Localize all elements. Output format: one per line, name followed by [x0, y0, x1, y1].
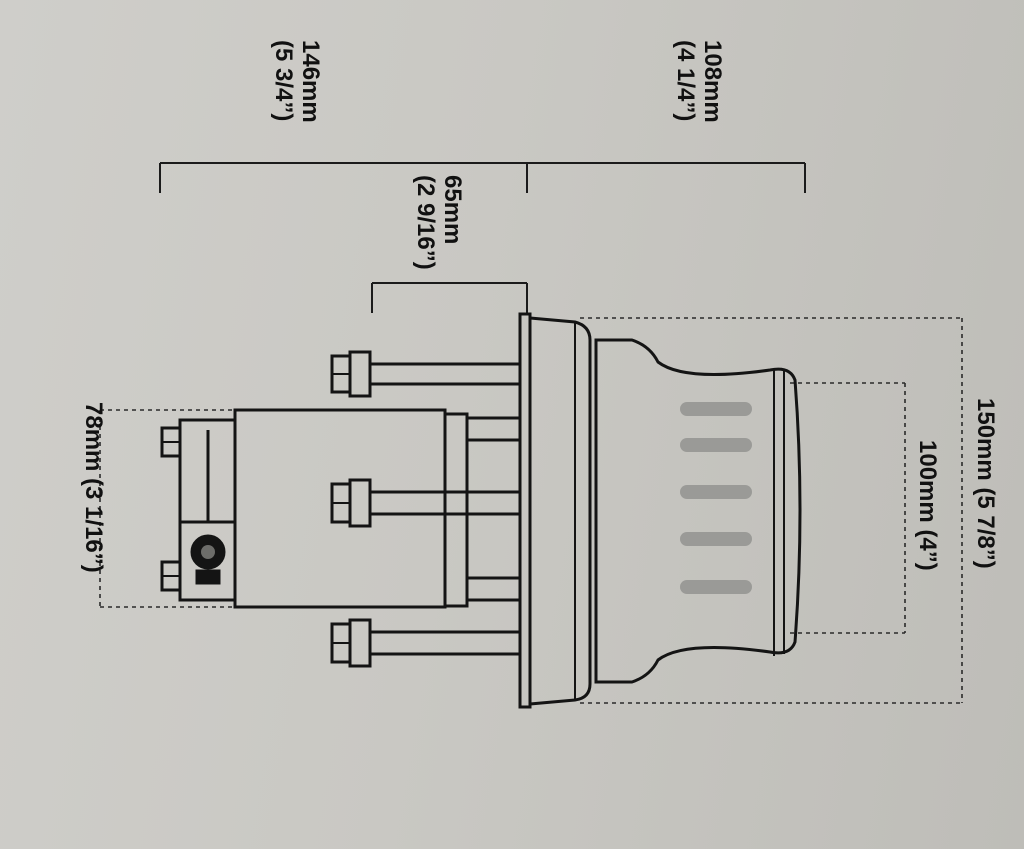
- drum-diameter-label: 100mm (4”): [914, 440, 941, 571]
- mounting-stud-bottom: [330, 618, 520, 668]
- flange-diameter-text: 150mm (5 7/8”): [972, 398, 999, 569]
- bolt-length-imperial: (2 9/16”): [412, 175, 439, 270]
- drum-grip-ribs: [680, 402, 752, 594]
- overall-length-imperial: (5 3/4”): [270, 40, 297, 121]
- mounting-stud-middle: [330, 478, 520, 528]
- bolt-length-label: 65mm (2 9/16”): [412, 175, 466, 270]
- flange-diameter-label: 150mm (5 7/8”): [972, 398, 999, 569]
- drum-diameter-dimension-line: [790, 382, 906, 634]
- motor-body: [233, 408, 447, 609]
- deck-flange: [518, 312, 592, 709]
- motor-end-bracket: [160, 418, 237, 602]
- above-deck-height-label: 108mm (4 1/4”): [672, 40, 726, 123]
- bolt-length-dimension-line: [371, 282, 528, 313]
- mounting-stud-top: [330, 350, 520, 398]
- motor-width-text: 78mm (3 1/16”): [80, 402, 107, 573]
- gearbox-housing: [443, 412, 520, 608]
- capstan-drum: [594, 338, 802, 684]
- bolt-length-metric: 65mm: [439, 175, 466, 244]
- overall-length-metric: 146mm: [297, 40, 324, 123]
- drum-diameter-text: 100mm (4”): [914, 440, 941, 571]
- motor-width-label: 78mm (3 1/16”): [80, 402, 107, 573]
- motor-width-dimension-line: [99, 409, 240, 608]
- above-deck-height-metric: 108mm: [699, 40, 726, 123]
- power-terminal: [190, 534, 226, 585]
- overall-length-dimension-line: [159, 162, 806, 193]
- above-deck-height-imperial: (4 1/4”): [672, 40, 699, 121]
- flange-diameter-dimension-line: [580, 317, 963, 704]
- overall-length-label: 146mm (5 3/4”): [270, 40, 324, 123]
